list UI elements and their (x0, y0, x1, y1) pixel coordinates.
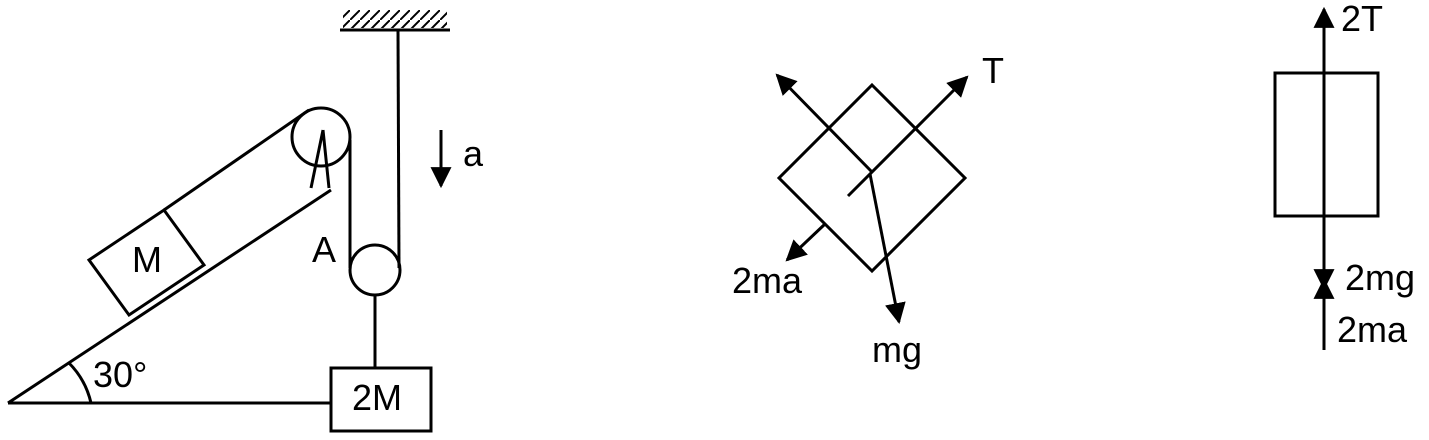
string-incline (163, 108, 310, 212)
fbd-2m-block (1273, 71, 1380, 218)
block-m-label: M (132, 239, 162, 280)
tension-label: T (982, 50, 1004, 91)
accel-label: a (463, 133, 484, 174)
pseudo-force-arrow (785, 222, 827, 262)
angle-label: 30° (93, 354, 147, 395)
block-2m (329, 366, 433, 433)
tension-2t-label: 2T (1341, 0, 1383, 39)
pseudo-2ma-label: 2ma (1337, 309, 1408, 350)
movable-pulley-a (348, 243, 402, 297)
ceiling-hatch (343, 10, 447, 28)
incline-surface (7, 188, 332, 405)
block-2m-label: 2M (352, 377, 402, 418)
weight-2mg-label: 2mg (1345, 257, 1415, 298)
pulley-bracket-left (309, 129, 325, 189)
normal-force-arrow (775, 73, 874, 174)
top-pulley (290, 106, 352, 168)
pulley-a-label: A (312, 229, 336, 270)
setup-figure: 30° M A 2M a (7, 10, 484, 433)
string-right-up (396, 29, 401, 269)
angle-arc (67, 361, 93, 404)
pseudo-force-label: 2ma (732, 260, 803, 301)
block-m (86, 207, 207, 318)
pulley-bracket-right (321, 129, 331, 189)
tension-arrow (846, 75, 969, 198)
weight-label: mg (872, 329, 922, 370)
fbd-m-block (776, 82, 968, 274)
weight-arrow (868, 173, 906, 325)
fbd-block-2m: 2T 2mg 2ma (1273, 0, 1415, 350)
fbd-block-m: T 2ma mg (732, 50, 1004, 370)
